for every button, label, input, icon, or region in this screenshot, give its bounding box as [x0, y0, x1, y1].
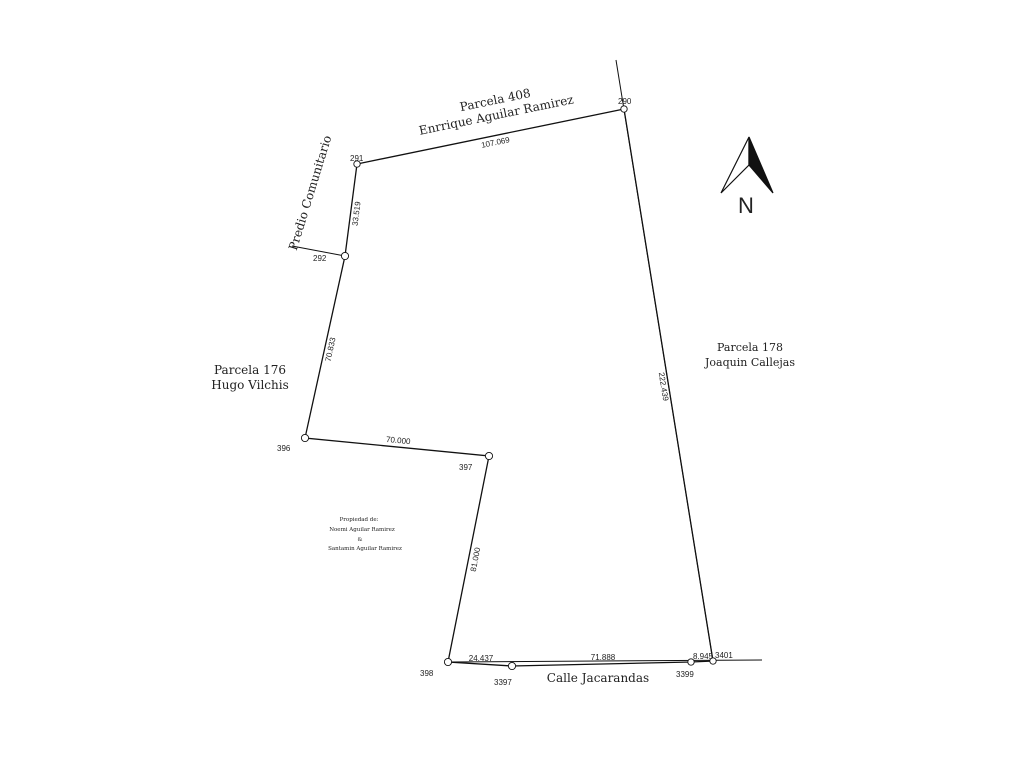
vertex-marker-3399: [687, 658, 695, 666]
predio-tick-line: [291, 245, 346, 257]
vertex-marker-290: [620, 105, 628, 113]
vertex-label-290: 290: [618, 97, 632, 106]
vertex-label-3401: 3401: [715, 651, 733, 660]
property-owner-1: Noemi Aguilar Ramirez: [329, 527, 395, 533]
east-parcel-owner: Joaquin Callejas: [704, 356, 795, 369]
predio-comunitario-label: Predio Comunitario: [286, 134, 334, 252]
property-ampersand: &: [358, 537, 363, 543]
distance-291-292: 33.519: [351, 200, 363, 226]
vertex-marker-291: [353, 160, 361, 168]
vertex-marker-3401: [709, 657, 717, 665]
vertex-marker-398: [443, 657, 453, 667]
distance-3401-290: 222.439: [657, 372, 670, 403]
vertex-label-398: 398: [420, 669, 434, 678]
distance-3397-3399: 71.888: [591, 653, 616, 662]
vertex-label-3397: 3397: [494, 678, 512, 687]
property-heading: Propiedad de:: [340, 517, 379, 523]
east-parcel-title: Parcela 178: [717, 341, 783, 354]
vertex-label-3399: 3399: [676, 670, 694, 679]
distance-292-396: 70.833: [324, 336, 338, 362]
vertex-marker-396: [300, 433, 310, 443]
property-boundary: [304, 108, 714, 667]
vertex-marker-292: [340, 251, 350, 261]
distance-396-397: 70.000: [386, 435, 412, 446]
street-label: Calle Jacarandas: [547, 671, 649, 685]
vertex-marker-397: [484, 451, 494, 461]
vertex-label-292: 292: [313, 254, 327, 263]
east-extension-line: [615, 59, 714, 662]
north-arrow-icon: [720, 136, 774, 194]
vertex-marker-3397: [507, 661, 517, 671]
vertex-label-397: 397: [459, 463, 473, 472]
vertex-label-396: 396: [277, 444, 291, 453]
north-arrow-letter: N: [738, 193, 754, 218]
vertex-label-291: 291: [350, 154, 364, 163]
distance-398-3397: 24.437: [469, 654, 494, 663]
west-parcel-title: Parcela 176: [214, 363, 286, 377]
distance-3399-3401: 8.945: [693, 652, 714, 661]
west-parcel-owner: Hugo Vilchis: [211, 378, 289, 392]
property-owner-2: Santamin Aguilar Ramirez: [328, 546, 402, 552]
